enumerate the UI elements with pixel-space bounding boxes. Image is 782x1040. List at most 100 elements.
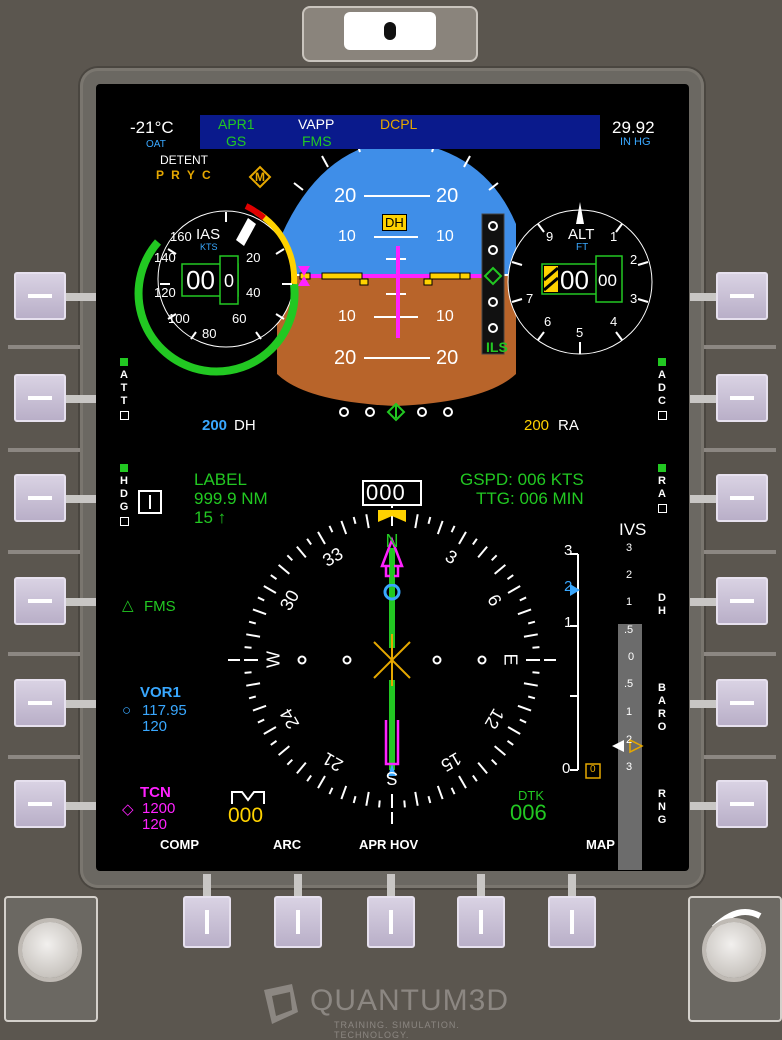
- compass-tick: [403, 800, 406, 808]
- right-lsk-2[interactable]: [716, 374, 768, 422]
- waypoint-bearing: 15 ↑: [194, 508, 227, 527]
- bottom-key-apr-hov[interactable]: [367, 896, 415, 948]
- pitch-label-10-up-right: 10: [436, 228, 454, 245]
- menu-comp[interactable]: COMP: [160, 837, 199, 852]
- compass-tick: [365, 791, 370, 806]
- compass-tick: [277, 564, 290, 575]
- compass-tick: [378, 800, 381, 808]
- compass-tick: [427, 795, 432, 804]
- pitch-label-20-down-right: 20: [436, 347, 459, 369]
- right-knob-panel: [688, 896, 782, 1022]
- right-lsk-3[interactable]: [716, 474, 768, 522]
- right-lsk-4[interactable]: [716, 577, 768, 625]
- compass-tick: [252, 704, 267, 712]
- compass-tick: [523, 682, 538, 687]
- menu-map[interactable]: MAP: [586, 837, 615, 852]
- top-brightness-switch[interactable]: [302, 6, 478, 62]
- bottom-key-comp[interactable]: [183, 896, 231, 948]
- alt-tick-6: 6: [544, 314, 552, 329]
- compass-tick: [490, 554, 498, 562]
- compass-tick: [427, 516, 432, 525]
- ias-unit: KTS: [200, 242, 218, 252]
- approach-mode: VAPP: [298, 116, 335, 132]
- compass-tick: [519, 718, 527, 724]
- waypoint-label: LABEL: [194, 470, 247, 489]
- ivs-tick-2-down: 2: [626, 734, 633, 746]
- pitch-label-20-down-left: 20: [334, 347, 357, 369]
- bottom-key-arc[interactable]: [274, 896, 322, 948]
- compass-tick: [450, 787, 456, 795]
- compass-tick: [246, 682, 261, 687]
- left-lsk-3[interactable]: [14, 474, 66, 522]
- marker-beacon-letter: M: [255, 170, 265, 184]
- ra-label: RA: [558, 417, 579, 434]
- compass-tick: [270, 574, 278, 580]
- ias-tick-120: 120: [154, 285, 176, 300]
- compass-tick: [414, 791, 419, 806]
- vsi-bug-value: 0: [590, 764, 596, 775]
- compass-tick: [477, 545, 488, 558]
- coupling-status: DCPL: [380, 116, 418, 132]
- compass-tick: [506, 740, 514, 746]
- vsi-scale-3: 3: [564, 542, 573, 559]
- compass-tick: [306, 538, 312, 546]
- compass-tick: [306, 774, 312, 782]
- quantum3d-logo-icon: [264, 984, 298, 1024]
- ra-status: R A: [656, 464, 668, 513]
- waypoint-distance: 999.9 NM: [194, 489, 268, 508]
- compass-tick: [477, 762, 488, 775]
- compass-tick: [244, 671, 252, 674]
- compass-tick: [450, 525, 456, 533]
- compass-tick: [246, 633, 261, 638]
- compass-tick: [248, 695, 257, 700]
- alt-tick-3: 3: [630, 291, 638, 306]
- right-rotary-knob[interactable]: [706, 922, 762, 978]
- compass-label: S: [386, 768, 399, 788]
- vor1-course: 120: [142, 718, 168, 735]
- bottom-key-4[interactable]: [457, 896, 505, 948]
- ils-label: ILS: [486, 339, 508, 355]
- pitch-label-20-up-right: 20: [436, 185, 459, 207]
- vertical-mode-armed: GS: [226, 133, 247, 149]
- ivs-tick-half-up: .5: [624, 624, 634, 636]
- left-lsk-4[interactable]: [14, 577, 66, 625]
- dh-value: 200: [202, 417, 228, 434]
- vor1-frequency: 117.95: [142, 702, 187, 719]
- left-lsk-6[interactable]: [14, 780, 66, 828]
- compass-tick: [458, 775, 467, 789]
- compass-tick: [472, 538, 478, 546]
- ivs-tick-3-down: 3: [626, 761, 633, 773]
- right-lsk-6[interactable]: [716, 780, 768, 828]
- knob-arc-icon: [711, 909, 762, 931]
- compass-tick: [286, 758, 294, 766]
- heading-readout: 000: [366, 480, 406, 505]
- compass-tick: [436, 520, 444, 535]
- ivs-tick-1-up: 1: [626, 596, 633, 608]
- compass-tick: [523, 633, 538, 638]
- right-lsk-5[interactable]: [716, 679, 768, 727]
- left-lsk-1[interactable]: [14, 272, 66, 320]
- left-lsk-5[interactable]: [14, 679, 66, 727]
- fms-triangle-icon: △: [122, 597, 134, 614]
- bottom-key-map[interactable]: [548, 896, 596, 948]
- compass-tick: [494, 564, 507, 575]
- hdg-select-box[interactable]: [138, 490, 162, 514]
- menu-apr-hov[interactable]: APR HOV: [359, 837, 419, 852]
- dtk-label: DTK: [518, 788, 544, 803]
- dh-side-label: D H: [658, 592, 666, 617]
- right-lsk-1[interactable]: [716, 272, 768, 320]
- ivs-tick-2-up: 2: [626, 569, 633, 581]
- ra-side-label: R A: [658, 475, 666, 500]
- left-rotary-knob[interactable]: [22, 922, 78, 978]
- left-lsk-2[interactable]: [14, 374, 66, 422]
- compass-tick: [263, 726, 277, 735]
- pitch-label-10-up-left: 10: [338, 228, 356, 245]
- att-label: A T T: [120, 369, 128, 407]
- fms-source-label: FMS: [144, 598, 176, 615]
- compass-label: E: [500, 653, 521, 666]
- compass-tick: [257, 718, 265, 724]
- compass-tick: [458, 531, 467, 545]
- menu-arc[interactable]: ARC: [273, 837, 302, 852]
- alt-label: ALT: [568, 226, 595, 243]
- ias-tick-160: 160: [170, 229, 192, 244]
